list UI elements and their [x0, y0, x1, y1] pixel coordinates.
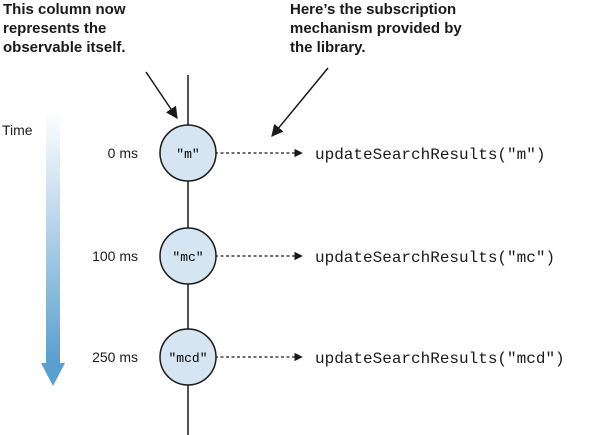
time-label-100ms: 100 ms: [92, 248, 138, 264]
subscriber-call-text: updateSearchResults("m"): [315, 146, 545, 164]
observable-annotation-arrow: [145, 71, 178, 119]
observable-column-annotation: This column now represents the observabl…: [3, 1, 126, 56]
time-arrow-head: [41, 363, 65, 386]
event-row: "m" updateSearchResults("m"): [159, 124, 545, 182]
subscription-annotation-arrow: [271, 67, 329, 137]
subscriber-call-text: updateSearchResults("mcd"): [315, 350, 565, 368]
emitted-value-bubble: [159, 227, 217, 285]
time-label-250ms: 250 ms: [92, 349, 138, 365]
subscriber-call-text: updateSearchResults("mc"): [315, 249, 555, 267]
emitted-value-text: "mc": [172, 250, 203, 265]
event-row: "mcd" updateSearchResults("mcd"): [159, 328, 565, 386]
time-label-0ms: 0 ms: [107, 145, 138, 161]
emitted-value-text: "m": [176, 147, 199, 162]
time-axis-label: Time: [2, 122, 33, 138]
emitted-value-bubble: [159, 328, 217, 386]
emitted-value-bubble: [159, 124, 217, 182]
event-row: "mc" updateSearchResults("mc"): [159, 227, 555, 285]
subscription-annotation: Here’s the subscription mechanism provid…: [290, 1, 462, 56]
time-arrow-shaft: [46, 110, 60, 363]
emitted-value-text: "mcd": [168, 351, 207, 366]
